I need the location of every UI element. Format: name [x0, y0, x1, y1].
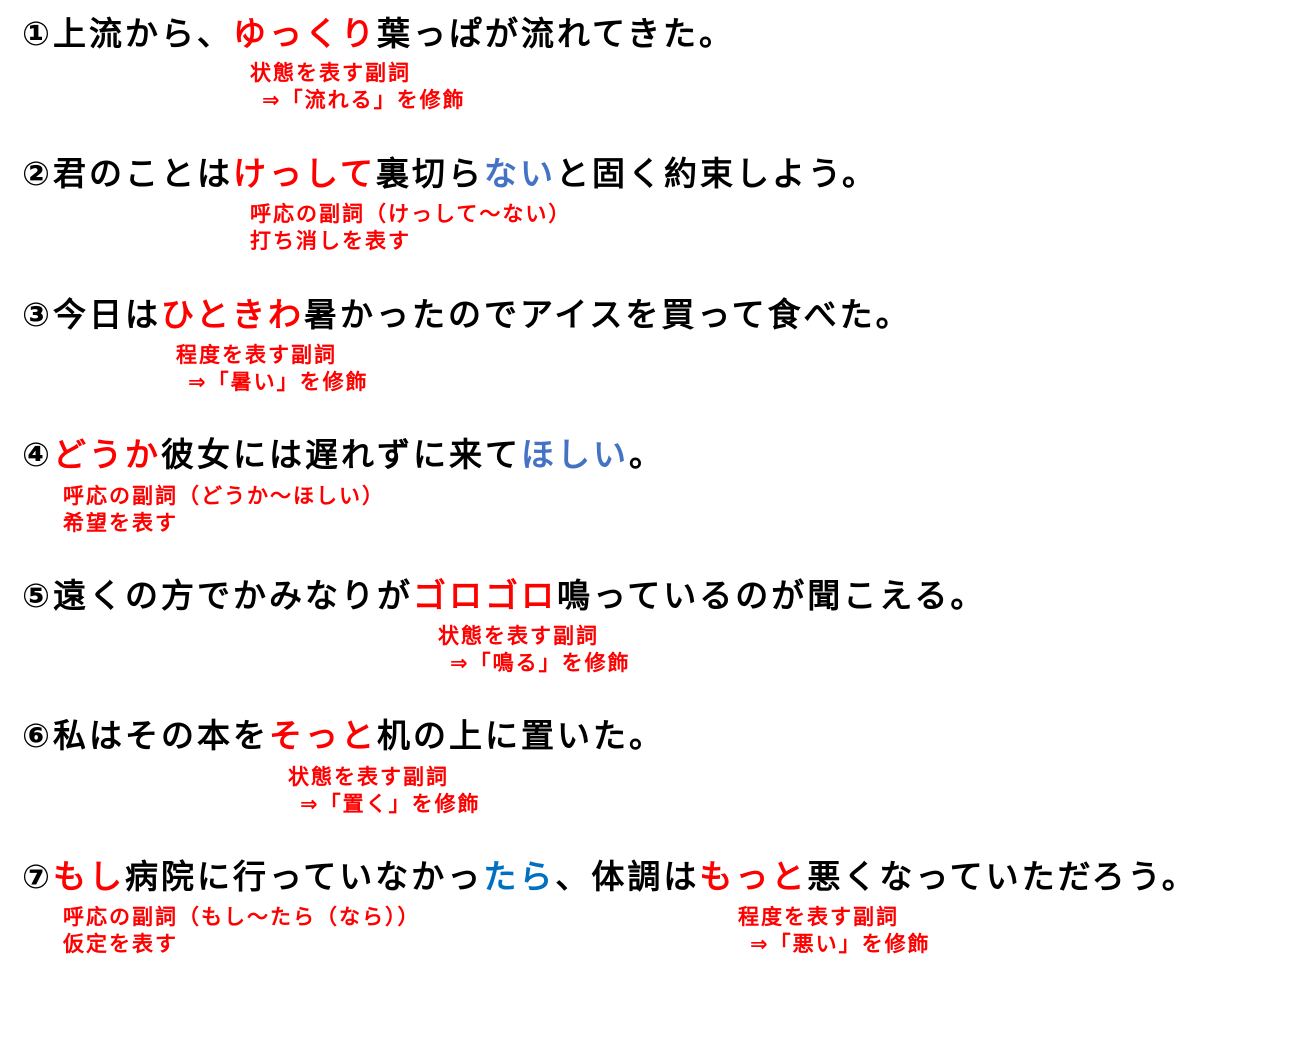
sentence-text: 悪くなっていただろう。 [807, 857, 1198, 896]
sentence-text: ⑦ [22, 857, 53, 896]
highlighted-adverb: ない [483, 154, 556, 193]
annotation-1: 状態を表す副詞 ⇒「流れる」を修飾 [250, 60, 466, 114]
highlighted-adverb: もっと [699, 857, 808, 896]
annotation-type: 状態を表す副詞 [438, 624, 599, 648]
annotation-3: 程度を表す副詞 ⇒「暑い」を修飾 [176, 342, 369, 396]
sentence-text: 病院に行っていなかっ [124, 857, 484, 896]
sentence-text: ②君のことは [22, 154, 233, 193]
sentence-2: ②君のことはけっして裏切らないと固く約束しよう。 [22, 154, 878, 194]
highlighted-adverb: ひときわ [160, 295, 304, 334]
sentence-6: ⑥私はその本をそっと机の上に置いた。 [22, 716, 665, 756]
sentence-text: ④ [22, 435, 53, 474]
annotation-type: 状態を表す副詞 [288, 765, 449, 789]
annotation-detail: ⇒「流れる」を修飾 [262, 88, 466, 112]
highlighted-adverb: そっと [268, 716, 377, 755]
sentence-text: 裏切ら [375, 154, 484, 193]
sentence-1: ①上流から、ゆっくり葉っぱが流れてきた。 [22, 14, 735, 54]
sentence-text: 暑かったのでアイスを買って食べた。 [303, 295, 912, 334]
annotation-type: 程度を表す副詞 [738, 905, 899, 929]
annotation-detail: ⇒「暑い」を修飾 [188, 370, 369, 394]
annotation-type: 呼応の副詞（けっして～ない） [250, 202, 572, 226]
highlighted-adverb: けっして [232, 154, 376, 193]
sentence-7: ⑦もし病院に行っていなかったら、体調はもっと悪くなっていただろう。 [22, 857, 1198, 897]
highlighted-adverb: たら [483, 857, 556, 896]
sentence-text: ⑤遠くの方でかみなりが [22, 576, 413, 615]
annotation-type: 程度を表す副詞 [176, 343, 337, 367]
annotation-type: 呼応の副詞（もし～たら（なら）） [63, 905, 421, 929]
sentence-text: 。 [628, 435, 665, 474]
annotation-detail: ⇒「置く」を修飾 [300, 792, 481, 816]
annotation-5: 状態を表す副詞 ⇒「鳴る」を修飾 [438, 623, 631, 677]
sentence-3: ③今日はひときわ暑かったのでアイスを買って食べた。 [22, 295, 912, 335]
annotation-6: 状態を表す副詞 ⇒「置く」を修飾 [288, 764, 481, 818]
annotation-detail: 希望を表す [63, 511, 178, 535]
sentence-4: ④どうか彼女には遅れずに来てほしい。 [22, 435, 665, 475]
sentence-text: 、体調は [555, 857, 700, 896]
highlighted-adverb: ゴロゴロ [412, 576, 557, 615]
highlighted-adverb: ほしい [520, 435, 629, 474]
sentence-text: 葉っぱが流れてきた。 [376, 14, 735, 53]
sentence-text: 彼女には遅れずに来て [160, 435, 521, 474]
annotation-type: 呼応の副詞（どうか～ほしい） [63, 484, 385, 508]
annotation-type: 状態を表す副詞 [250, 61, 411, 85]
sentence-text: と固く約束しよう。 [555, 154, 878, 193]
sentence-text: 机の上に置いた。 [376, 716, 665, 755]
sentence-text: ⑥私はその本を [22, 716, 269, 755]
highlighted-adverb: ゆっくり [232, 14, 377, 53]
annotation-detail: 仮定を表す [63, 932, 178, 956]
annotation-detail: ⇒「悪い」を修飾 [750, 932, 931, 956]
highlighted-adverb: もし [52, 857, 125, 896]
annotation-detail: ⇒「鳴る」を修飾 [450, 651, 631, 675]
annotation-4: 呼応の副詞（どうか～ほしい） 希望を表す [63, 483, 385, 537]
annotation-7b: 程度を表す副詞 ⇒「悪い」を修飾 [738, 904, 931, 958]
sentence-text: ①上流から、 [22, 14, 233, 53]
sentence-5: ⑤遠くの方でかみなりがゴロゴロ鳴っているのが聞こえる。 [22, 576, 986, 616]
highlighted-adverb: どうか [52, 435, 161, 474]
annotation-7a: 呼応の副詞（もし～たら（なら）） 仮定を表す [63, 904, 421, 958]
sentence-text: ③今日は [22, 295, 161, 334]
annotation-detail: 打ち消しを表す [250, 229, 411, 253]
annotation-2: 呼応の副詞（けっして～ない） 打ち消しを表す [250, 201, 571, 255]
sentence-text: 鳴っているのが聞こえる。 [556, 576, 987, 615]
